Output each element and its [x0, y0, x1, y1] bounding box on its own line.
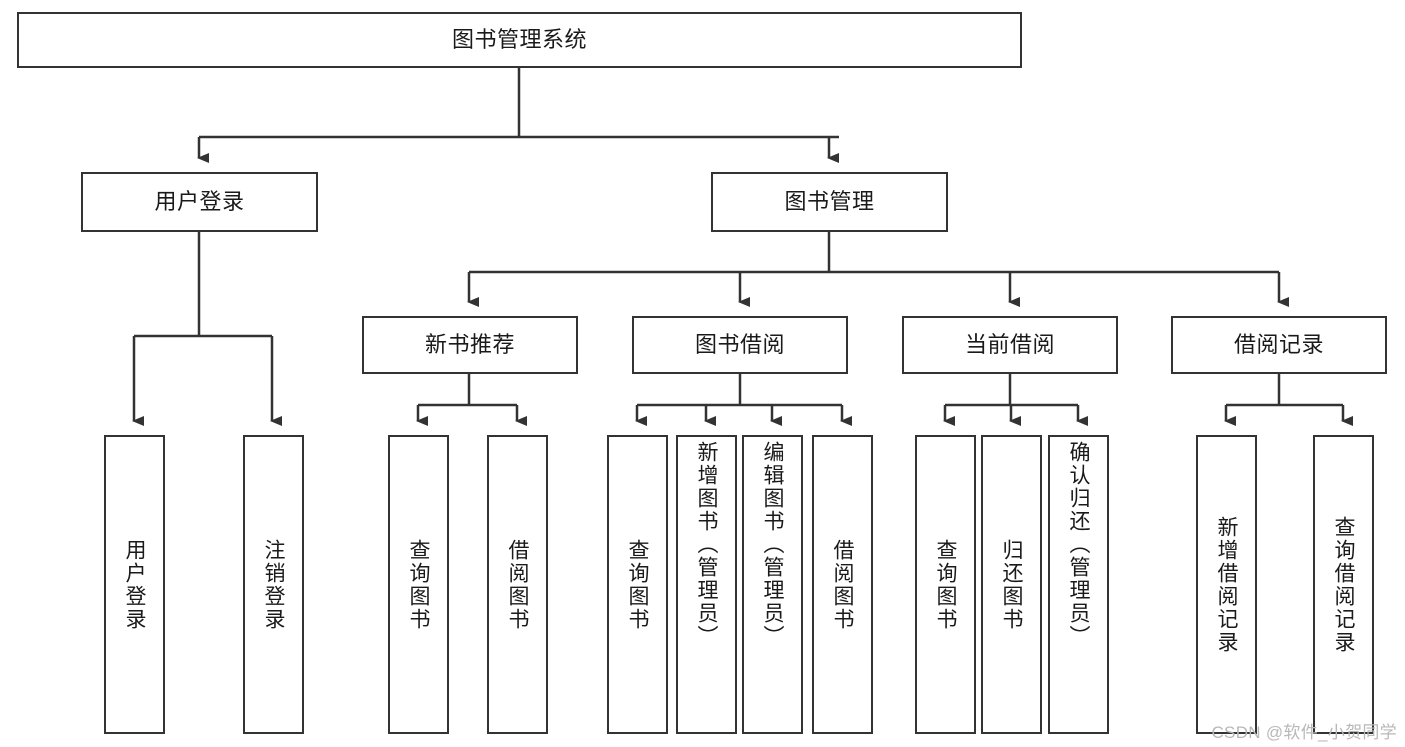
watermark-text: CSDN @软件_小贺同学 — [1211, 723, 1397, 742]
node-leaf-borrow-book-1-label: 借阅图书 — [506, 538, 529, 631]
node-root-label: 图书管理系统 — [451, 27, 587, 53]
node-user-login[interactable]: 用户登录 — [81, 172, 318, 232]
node-leaf-add-book-label: 新增图书（管理员） — [695, 441, 718, 648]
node-leaf-query-book-1[interactable]: 查询图书 — [388, 435, 449, 734]
node-leaf-borrow-book-1[interactable]: 借阅图书 — [487, 435, 548, 734]
node-leaf-user-logout-label: 注销登录 — [262, 538, 285, 631]
node-borrow-record-label: 借阅记录 — [1233, 332, 1324, 358]
node-leaf-add-book[interactable]: 新增图书（管理员） — [676, 435, 737, 734]
node-leaf-query-book-2-label: 查询图书 — [626, 538, 649, 631]
node-book-manage[interactable]: 图书管理 — [711, 172, 948, 232]
node-user-login-label: 用户登录 — [154, 189, 245, 215]
node-leaf-confirm-return[interactable]: 确认归还（管理员） — [1048, 435, 1109, 734]
node-leaf-query-book-1-label: 查询图书 — [407, 538, 430, 631]
node-leaf-query-book-3-label: 查询图书 — [934, 538, 957, 631]
node-leaf-return-book[interactable]: 归还图书 — [981, 435, 1042, 734]
node-leaf-query-record[interactable]: 查询借阅记录 — [1313, 435, 1374, 734]
node-current-borrow[interactable]: 当前借阅 — [902, 316, 1118, 374]
node-leaf-borrow-book-2[interactable]: 借阅图书 — [812, 435, 873, 734]
node-book-borrow-label: 图书借阅 — [694, 332, 785, 358]
node-current-borrow-label: 当前借阅 — [964, 332, 1055, 358]
node-book-manage-label: 图书管理 — [784, 189, 875, 215]
node-leaf-user-login[interactable]: 用户登录 — [104, 435, 165, 734]
node-leaf-user-login-label: 用户登录 — [123, 538, 146, 631]
node-leaf-add-record-label: 新增借阅记录 — [1215, 515, 1238, 654]
node-leaf-return-book-label: 归还图书 — [1000, 538, 1023, 631]
node-leaf-borrow-book-2-label: 借阅图书 — [831, 538, 854, 631]
node-borrow-record[interactable]: 借阅记录 — [1171, 316, 1387, 374]
node-leaf-query-book-2[interactable]: 查询图书 — [607, 435, 668, 734]
node-leaf-user-logout[interactable]: 注销登录 — [243, 435, 304, 734]
node-book-borrow[interactable]: 图书借阅 — [632, 316, 848, 374]
node-leaf-query-record-label: 查询借阅记录 — [1332, 515, 1355, 654]
node-leaf-confirm-return-label: 确认归还（管理员） — [1067, 441, 1090, 648]
node-leaf-add-record[interactable]: 新增借阅记录 — [1196, 435, 1257, 734]
node-new-book-rec-label: 新书推荐 — [424, 332, 515, 358]
node-leaf-query-book-3[interactable]: 查询图书 — [915, 435, 976, 734]
node-new-book-rec[interactable]: 新书推荐 — [362, 316, 578, 374]
node-root[interactable]: 图书管理系统 — [17, 12, 1022, 68]
node-leaf-edit-book[interactable]: 编辑图书（管理员） — [742, 435, 803, 734]
node-leaf-edit-book-label: 编辑图书（管理员） — [761, 441, 784, 648]
